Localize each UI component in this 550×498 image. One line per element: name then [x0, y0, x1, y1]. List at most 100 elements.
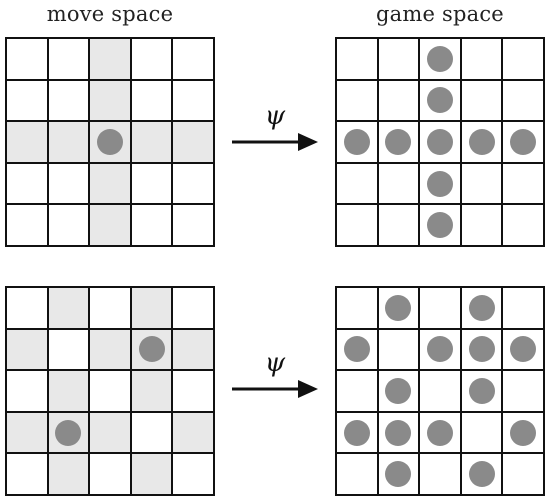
game-cell-r3-c3 [460, 162, 503, 205]
game-dot [426, 419, 453, 446]
game-dot [385, 461, 412, 488]
game-cell-r2-c2 [419, 121, 461, 163]
move-cell-r0-c0 [6, 38, 48, 80]
move-cell-r2-c1 [47, 121, 90, 163]
move-cell-r4-c3 [130, 204, 173, 246]
game-cell-r2-c0 [336, 370, 378, 412]
psi-arrow-top: ψ [230, 101, 320, 163]
move-cell-r4-c0 [6, 453, 48, 495]
game-dot [468, 461, 495, 488]
game-cell-r2-c3 [460, 370, 503, 412]
move-cell-r0-c3 [130, 287, 173, 329]
move-space-label: move space [46, 2, 174, 26]
move-cell-r1-c4 [172, 328, 214, 371]
game-cell-r0-c2 [419, 38, 461, 80]
game-cell-r3-c0 [336, 162, 378, 205]
game-dot [385, 128, 412, 155]
move-cell-r2-c3 [130, 370, 173, 412]
game-cell-r1-c2 [419, 328, 461, 371]
move-cell-r3-c1 [47, 411, 90, 454]
game-cell-r2-c4 [502, 370, 544, 412]
game-cell-r2-c3 [460, 121, 503, 163]
move-cell-r2-c1 [47, 370, 90, 412]
game-dot [343, 419, 370, 446]
game-cell-r0-c2 [419, 287, 461, 329]
game-dot [426, 45, 453, 72]
move-cell-r1-c3 [130, 328, 173, 371]
game-cell-r0-c3 [460, 38, 503, 80]
game-cell-r1-c1 [377, 79, 420, 122]
move-space-grid-top [5, 37, 215, 247]
game-dot [385, 419, 412, 446]
game-dot [468, 128, 495, 155]
move-cell-r4-c4 [172, 453, 214, 495]
game-dot [510, 419, 537, 446]
move-dot [96, 128, 123, 155]
move-cell-r1-c3 [130, 79, 173, 122]
move-cell-r3-c3 [130, 411, 173, 454]
move-cell-r4-c2 [89, 453, 131, 495]
game-cell-r4-c4 [502, 204, 544, 246]
game-space-label: game space [376, 2, 504, 26]
game-dot [468, 336, 495, 363]
psi-symbol: ψ [264, 348, 286, 378]
game-cell-r4-c3 [460, 204, 503, 246]
move-cell-r1-c2 [89, 328, 131, 371]
move-cell-r0-c2 [89, 38, 131, 80]
move-cell-r1-c4 [172, 79, 214, 122]
game-cell-r3-c3 [460, 411, 503, 454]
psi-arrow-bottom: ψ [230, 348, 320, 410]
game-cell-r2-c1 [377, 370, 420, 412]
move-cell-r3-c4 [172, 162, 214, 205]
game-cell-r1-c1 [377, 328, 420, 371]
game-cell-r3-c0 [336, 411, 378, 454]
game-cell-r4-c1 [377, 453, 420, 495]
game-dot [343, 128, 370, 155]
move-cell-r4-c0 [6, 204, 48, 246]
move-cell-r4-c2 [89, 204, 131, 246]
move-dot [138, 336, 165, 363]
move-cell-r1-c1 [47, 328, 90, 371]
game-cell-r2-c1 [377, 121, 420, 163]
game-cell-r3-c4 [502, 162, 544, 205]
game-cell-r1-c3 [460, 328, 503, 371]
game-cell-r1-c4 [502, 79, 544, 122]
move-cell-r0-c2 [89, 287, 131, 329]
move-cell-r4-c4 [172, 204, 214, 246]
game-cell-r4-c3 [460, 453, 503, 495]
move-cell-r0-c4 [172, 287, 214, 329]
game-cell-r2-c2 [419, 370, 461, 412]
move-cell-r0-c1 [47, 287, 90, 329]
game-cell-r4-c4 [502, 453, 544, 495]
game-dot [385, 294, 412, 321]
game-dot [426, 87, 453, 114]
move-cell-r2-c2 [89, 370, 131, 412]
game-dot [426, 212, 453, 239]
game-cell-r4-c0 [336, 453, 378, 495]
move-cell-r1-c2 [89, 79, 131, 122]
game-dot [426, 170, 453, 197]
right-arrow-icon [232, 133, 318, 151]
game-dot [510, 336, 537, 363]
game-cell-r0-c3 [460, 287, 503, 329]
game-cell-r0-c4 [502, 287, 544, 329]
game-dot [468, 294, 495, 321]
move-cell-r3-c2 [89, 411, 131, 454]
game-cell-r2-c4 [502, 121, 544, 163]
game-cell-r1-c3 [460, 79, 503, 122]
game-dot [510, 128, 537, 155]
move-cell-r1-c1 [47, 79, 90, 122]
game-cell-r3-c4 [502, 411, 544, 454]
move-cell-r2-c0 [6, 370, 48, 412]
game-cell-r0-c1 [377, 38, 420, 80]
move-cell-r3-c0 [6, 162, 48, 205]
game-cell-r3-c1 [377, 162, 420, 205]
game-space-grid-top [335, 37, 545, 247]
move-cell-r2-c3 [130, 121, 173, 163]
move-space-grid-bottom [5, 286, 215, 496]
move-cell-r1-c0 [6, 79, 48, 122]
move-cell-r4-c3 [130, 453, 173, 495]
game-cell-r3-c2 [419, 411, 461, 454]
game-cell-r3-c1 [377, 411, 420, 454]
move-cell-r1-c0 [6, 328, 48, 371]
